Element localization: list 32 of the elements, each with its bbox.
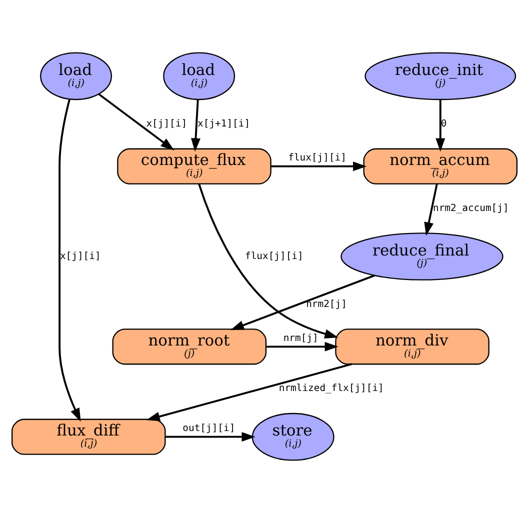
edge-label: nrmlized_flx[j][i] xyxy=(278,382,384,394)
arrow xyxy=(190,99,200,152)
node-box: norm_accum (i,j) xyxy=(363,148,518,184)
arrow xyxy=(146,362,352,421)
edge-label: x[j][i] xyxy=(60,250,101,262)
arrow xyxy=(230,274,375,330)
node-box: norm_root (j) xyxy=(112,328,267,364)
edge-label: nrm[j] xyxy=(283,332,318,344)
node-ellipse: reduce_final (j) xyxy=(340,232,504,280)
node-box: norm_div (i,j) xyxy=(335,328,490,364)
edge-label: flux[j][i] xyxy=(288,152,346,164)
node-box: compute_flux (i,j) xyxy=(117,148,272,184)
arrow xyxy=(271,161,367,171)
arrow xyxy=(436,99,446,152)
edge-label: flux[j][i] xyxy=(245,250,304,262)
arrow xyxy=(266,341,338,351)
edge-label: out[j][i] xyxy=(182,422,236,434)
node-ellipse: store (i,j) xyxy=(252,412,334,460)
node-ellipse: load (i,j) xyxy=(40,52,112,100)
arrow xyxy=(98,92,174,150)
edge-label: nrm2[j] xyxy=(306,298,347,310)
node-ellipse: reduce_init (j) xyxy=(364,52,516,100)
edge-label: nrm2_accum[j] xyxy=(432,202,509,214)
edge-label: x[j][i] xyxy=(146,118,188,130)
arrow xyxy=(58,98,81,422)
edge-label: x[j+1][i] xyxy=(198,118,250,130)
arrow xyxy=(424,183,438,236)
arrow xyxy=(165,432,256,442)
arrow xyxy=(198,183,338,338)
edge-label: 0 xyxy=(440,118,447,130)
node-box: flux_diff (i,j) xyxy=(11,418,166,454)
node-ellipse: load (i,j) xyxy=(163,52,236,100)
